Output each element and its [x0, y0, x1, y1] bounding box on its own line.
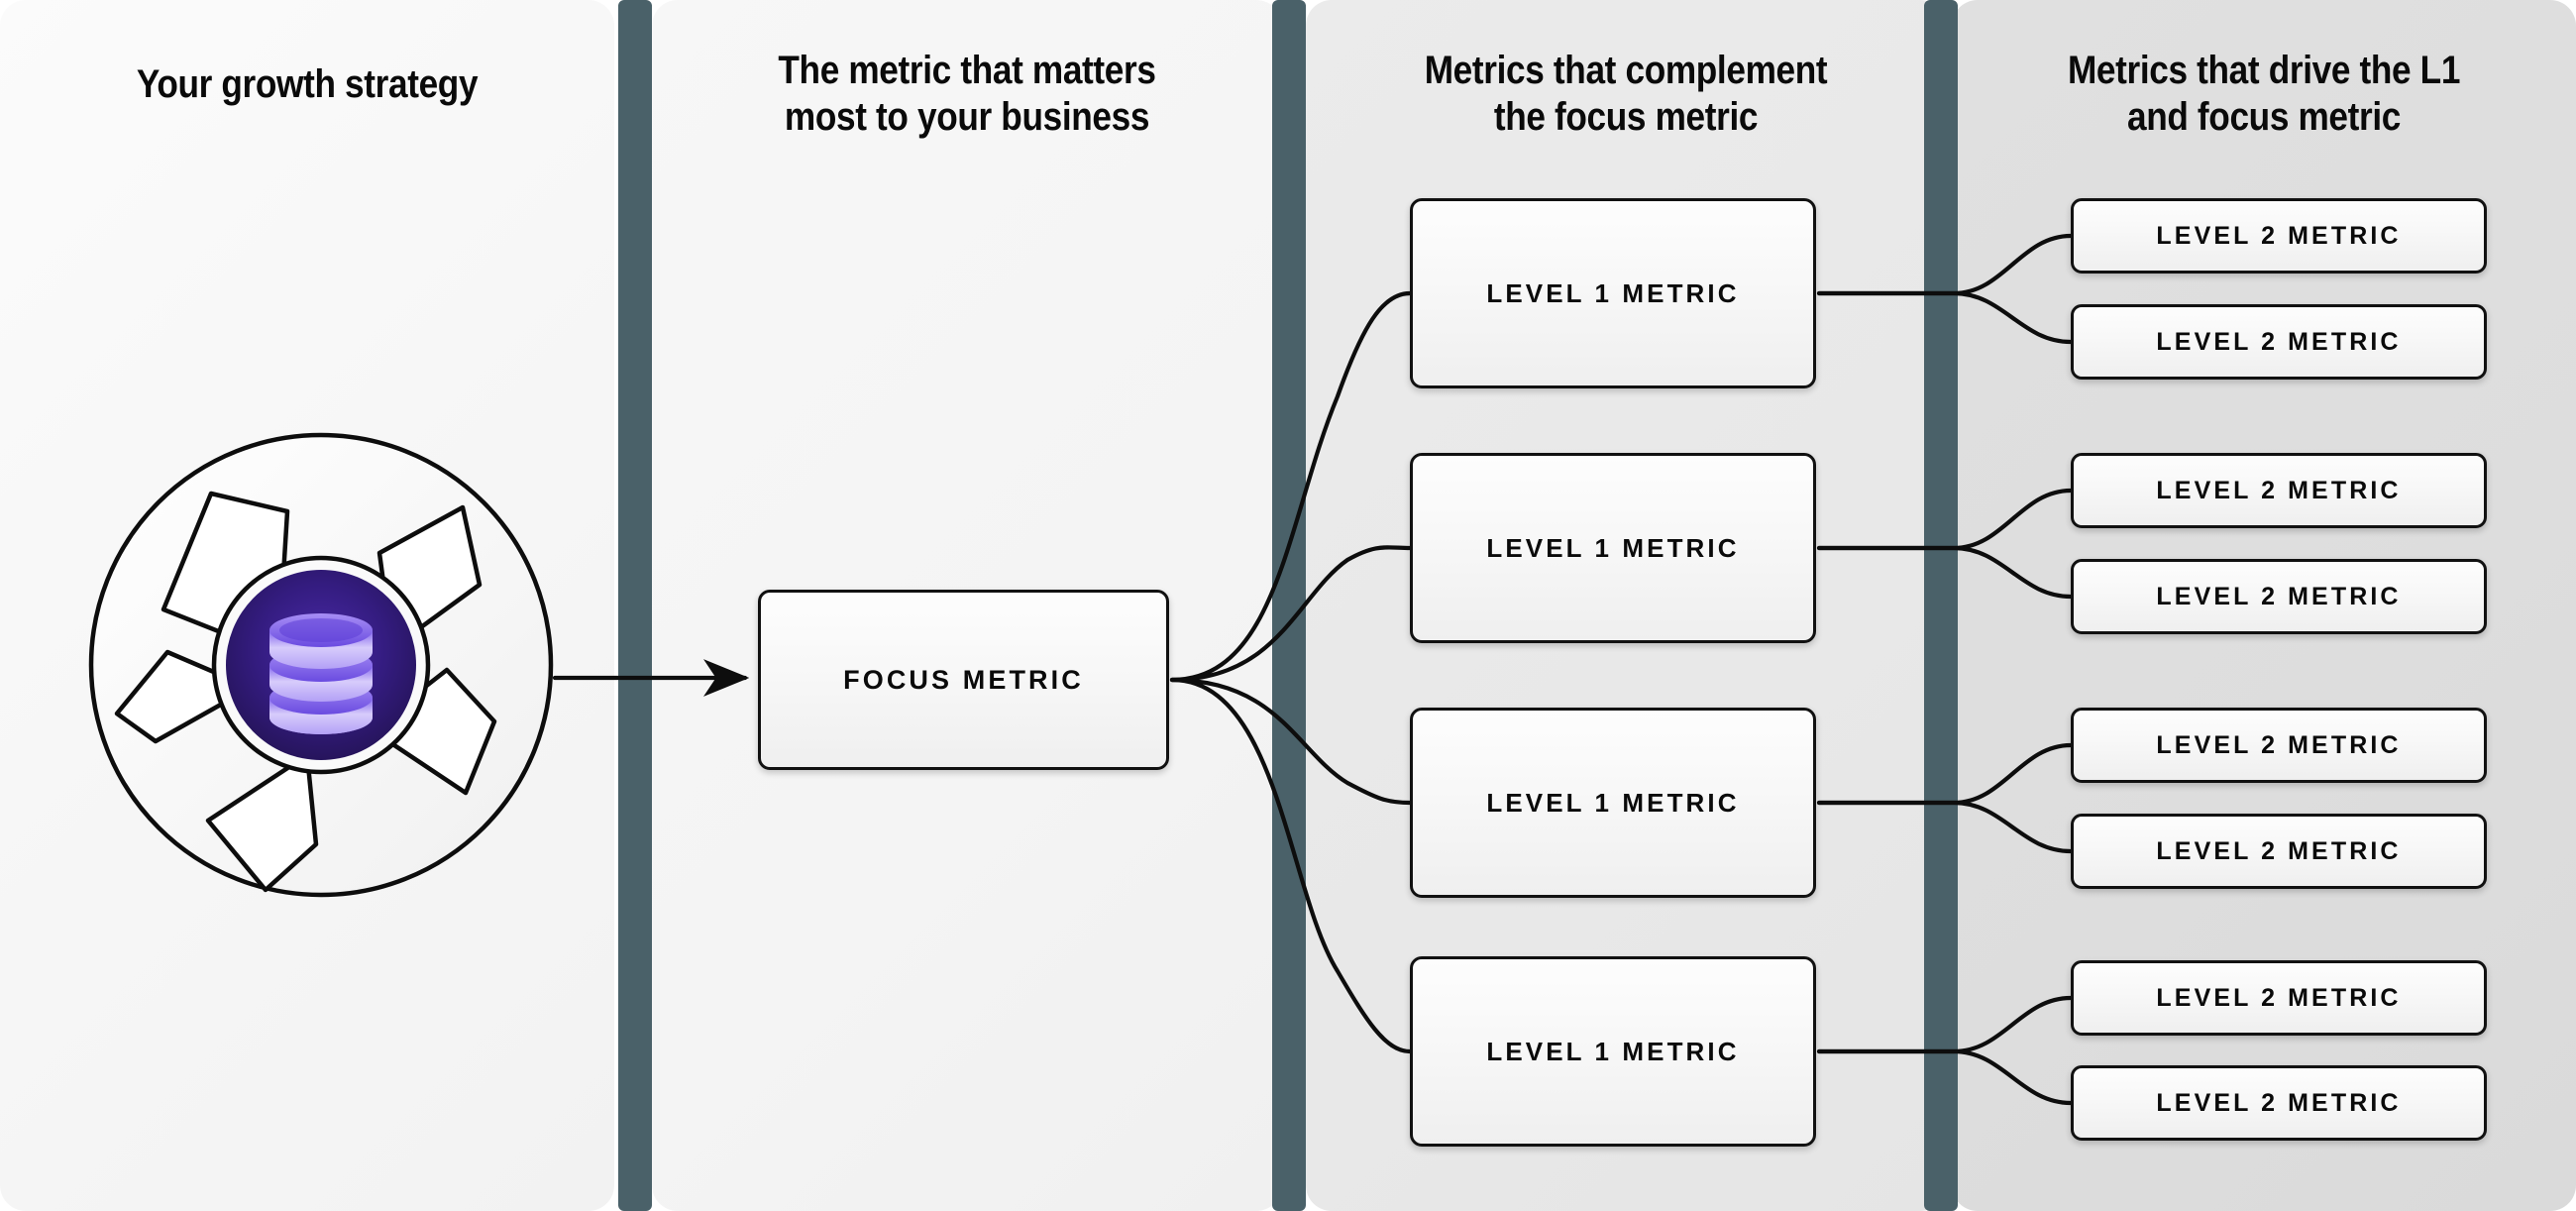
level-2-metric-box-1[interactable]: LEVEL 2 METRIC — [2071, 198, 2487, 274]
level-2-metric-label: LEVEL 2 METRIC — [2156, 582, 2402, 610]
focus-metric-label: FOCUS METRIC — [843, 664, 1084, 695]
pinwheel-aperture-icon — [88, 432, 554, 898]
column-separator-2 — [1272, 0, 1306, 1211]
level-1-metric-label: LEVEL 1 METRIC — [1486, 1036, 1740, 1066]
level-2-metric-box-6[interactable]: LEVEL 2 METRIC — [2071, 814, 2487, 889]
heading-line-2: and focus metric — [2126, 95, 2402, 140]
heading-line-2: most to your business — [784, 95, 1150, 140]
level-2-metric-box-4[interactable]: LEVEL 2 METRIC — [2071, 559, 2487, 634]
level-2-metric-label: LEVEL 2 METRIC — [2156, 221, 2402, 250]
focus-metric-box[interactable]: FOCUS METRIC — [758, 590, 1169, 770]
level-2-metric-box-5[interactable]: LEVEL 2 METRIC — [2071, 708, 2487, 783]
level-1-metric-box-3[interactable]: LEVEL 1 METRIC — [1410, 708, 1816, 898]
level-1-metric-label: LEVEL 1 METRIC — [1486, 787, 1740, 818]
heading-line-1: Metrics that drive the L1 — [2067, 49, 2461, 92]
level-1-metric-box-4[interactable]: LEVEL 1 METRIC — [1410, 956, 1816, 1147]
database-stack-icon — [269, 613, 373, 734]
heading-line-2: the focus metric — [1493, 95, 1759, 140]
level-2-metric-label: LEVEL 2 METRIC — [2156, 836, 2402, 865]
column-heading-growth-strategy: Your growth strategy — [37, 61, 578, 108]
level-2-metric-label: LEVEL 2 METRIC — [2156, 1088, 2402, 1117]
level-2-metric-label: LEVEL 2 METRIC — [2156, 476, 2402, 504]
level-2-metric-label: LEVEL 2 METRIC — [2156, 730, 2402, 759]
level-2-metric-box-2[interactable]: LEVEL 2 METRIC — [2071, 304, 2487, 380]
level-1-metric-box-1[interactable]: LEVEL 1 METRIC — [1410, 198, 1816, 388]
level-1-metric-label: LEVEL 1 METRIC — [1486, 277, 1740, 308]
heading-line-1: Your growth strategy — [136, 62, 479, 106]
column-separator-3 — [1924, 0, 1958, 1211]
heading-line-1: Metrics that complement — [1424, 49, 1828, 92]
column-heading-level-1: Metrics that complement the focus metric — [1344, 48, 1907, 141]
heading-line-1: The metric that matters — [778, 49, 1156, 92]
growth-strategy-emblem — [84, 428, 558, 902]
column-separator-1 — [618, 0, 652, 1211]
level-2-metric-box-8[interactable]: LEVEL 2 METRIC — [2071, 1065, 2487, 1141]
level-2-metric-box-3[interactable]: LEVEL 2 METRIC — [2071, 453, 2487, 528]
level-2-metric-box-7[interactable]: LEVEL 2 METRIC — [2071, 960, 2487, 1036]
level-1-metric-label: LEVEL 1 METRIC — [1486, 532, 1740, 563]
level-2-metric-label: LEVEL 2 METRIC — [2156, 327, 2402, 356]
level-1-metric-box-2[interactable]: LEVEL 1 METRIC — [1410, 453, 1816, 643]
column-heading-focus-metric: The metric that matters most to your bus… — [690, 48, 1244, 141]
level-2-metric-label: LEVEL 2 METRIC — [2156, 983, 2402, 1012]
column-heading-level-2: Metrics that drive the L1 and focus metr… — [1989, 48, 2538, 141]
